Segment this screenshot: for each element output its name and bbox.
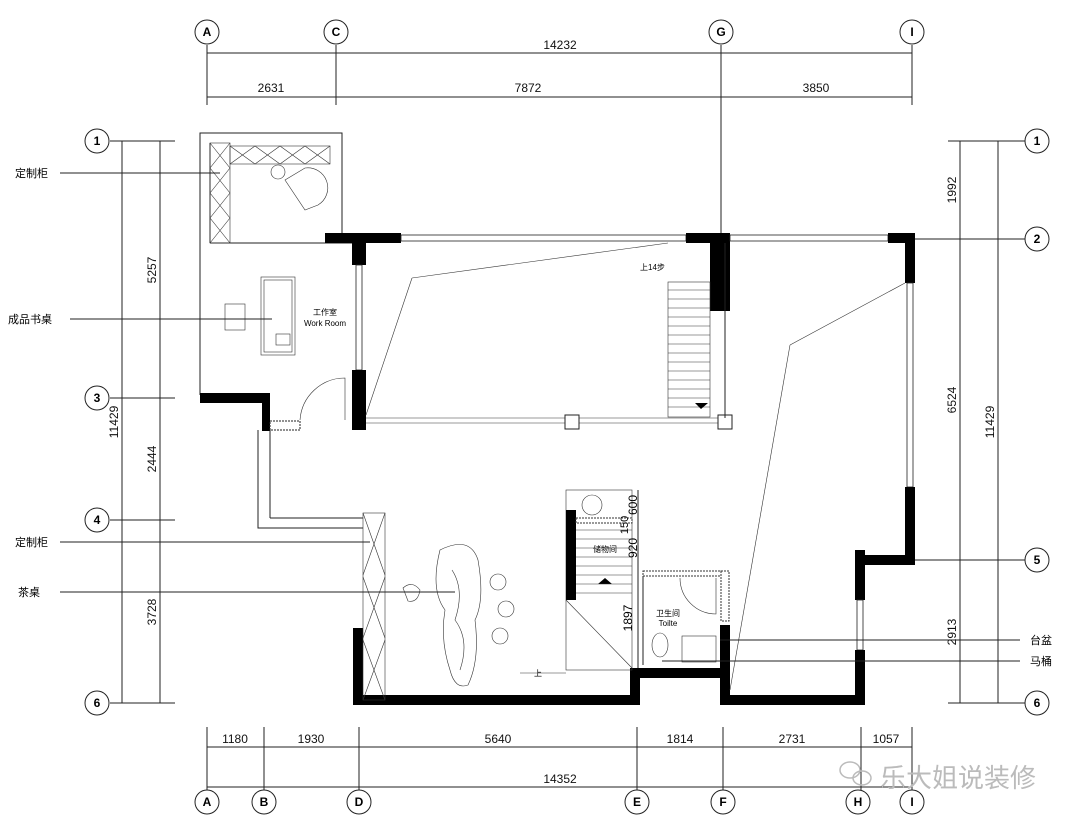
dim-right: 6524 [945, 386, 959, 413]
callout-custom-cabinet: 定制柜 [15, 166, 48, 180]
stairs: 上14步 上 储物间 600 150 920 1897 [520, 263, 711, 678]
work-room-label-en: Work Room [304, 319, 346, 328]
axis-marker-C: C [323, 19, 349, 45]
work-room-label-cn: 工作室 [313, 307, 337, 317]
dim-bottom: 2731 [779, 732, 806, 746]
axis-marker-1: 1 [1034, 134, 1041, 148]
toilet-label-en: Toilte [659, 619, 678, 628]
callout-desk: 成品书桌 [8, 313, 52, 326]
axis-marker-2: 2 [1034, 232, 1041, 246]
axis-marker-A: A [194, 19, 220, 45]
axis-marker-H: H [854, 795, 863, 809]
tea-area [362, 512, 515, 701]
dim-top: 2631 [258, 81, 285, 95]
watermark: 乐大姐说装修 [880, 763, 1036, 793]
dim-left: 3728 [145, 598, 159, 625]
svg-text:G: G [716, 25, 725, 39]
dim-bottom: 1930 [298, 732, 325, 746]
dim-bottom: 1180 [222, 732, 248, 746]
up-label: 上 [534, 669, 542, 678]
axis-marker-3: 3 [94, 391, 101, 405]
axis-marker-6: 6 [94, 696, 101, 710]
axis-marker-D: D [355, 795, 364, 809]
callout-basin: 台盆 [1030, 633, 1052, 647]
axis-marker-A: A [203, 795, 212, 809]
dim-left: 2444 [145, 445, 159, 472]
svg-text:C: C [332, 25, 341, 39]
left-dimensions: 11429 5257 2444 3728 1 3 4 6 [84, 128, 175, 716]
axis-marker-F: F [719, 795, 726, 809]
dim-small: 920 [626, 538, 640, 558]
axis-marker-E: E [633, 795, 641, 809]
callout-tea-table: 茶桌 [18, 586, 40, 599]
dim-right-total: 11429 [983, 405, 997, 438]
svg-text:A: A [203, 25, 212, 39]
dim-bottom-total: 14352 [543, 772, 577, 786]
dim-top: 3850 [803, 81, 830, 95]
dim-right: 1992 [945, 176, 959, 203]
callout-toilet: 马桶 [1030, 654, 1052, 668]
dim-top: 7872 [515, 81, 542, 95]
dim-small: 600 [626, 495, 640, 515]
wechat-icon [839, 761, 872, 786]
walls [199, 132, 915, 705]
toilet-room: 卫生间 Toilte [642, 570, 730, 665]
axis-marker-I: I [899, 19, 925, 45]
toilet-label-cn: 卫生间 [656, 608, 680, 618]
right-dimensions: 1992 6524 2913 11429 1 2 5 6 [875, 128, 1050, 716]
dim-left: 5257 [145, 256, 159, 283]
dim-small: 150 [619, 516, 631, 534]
callouts: 定制柜 成品书桌 定制柜 茶桌 台盆 马桶 [8, 166, 1052, 668]
axis-marker-B: B [260, 795, 269, 809]
dim-bottom: 1814 [667, 732, 694, 746]
dim-bottom: 5640 [485, 732, 512, 746]
storage-room-label: 储物间 [593, 544, 617, 554]
axis-marker-G: G [708, 19, 734, 45]
work-room: 工作室 Work Room [209, 142, 346, 421]
dim-right: 2913 [945, 618, 959, 645]
svg-text:I: I [910, 25, 913, 39]
callout-custom-cabinet: 定制柜 [15, 535, 48, 549]
axis-marker-I: I [910, 795, 913, 809]
dim-top-total: 14232 [543, 38, 577, 52]
bottom-dimensions: 1180 1930 5640 1814 2731 1057 14352 A B … [194, 727, 925, 815]
axis-marker-6: 6 [1034, 696, 1041, 710]
axis-marker-5: 5 [1034, 553, 1041, 567]
axis-marker-1: 1 [94, 134, 101, 148]
stair-up-label: 上14步 [640, 263, 665, 272]
dim-bottom: 1057 [873, 732, 900, 746]
dim-left-total: 11429 [107, 405, 121, 438]
toilet-bowl [651, 632, 669, 658]
top-dimensions: 14232 2631 7872 3850 A C G I [194, 19, 925, 233]
wash-basin [681, 635, 717, 663]
dim-small: 1897 [621, 604, 635, 631]
axis-marker-4: 4 [94, 513, 101, 527]
